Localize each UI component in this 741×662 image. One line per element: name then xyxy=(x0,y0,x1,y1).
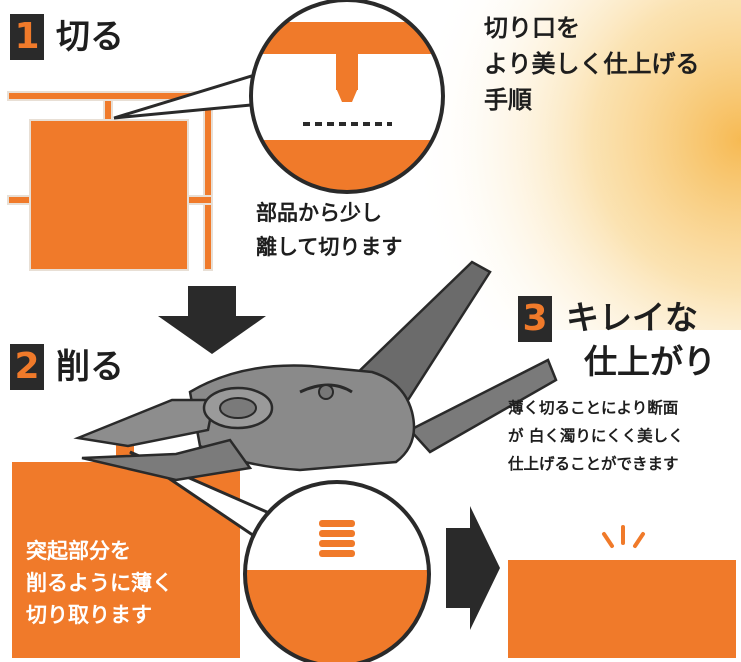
step3-title-line1: キレイな xyxy=(566,298,698,337)
heading-line2: より美しく仕上げる xyxy=(484,50,700,78)
heading-line3: 手順 xyxy=(484,86,532,114)
step2-caption-line2: 削るように薄く xyxy=(26,571,173,595)
sparkle-icon xyxy=(602,525,645,548)
step2-caption-line1: 突起部分を xyxy=(26,539,131,563)
step3-title-line2: 仕上がり xyxy=(584,342,716,381)
step2-title: 削る xyxy=(56,347,124,387)
nippers-icon xyxy=(73,260,558,482)
step2-badge: 2 xyxy=(10,344,44,390)
magnified-shaving-view xyxy=(243,480,431,662)
step1-caption-line2: 離して切ります xyxy=(256,235,403,259)
step3-desc-line1: 薄く切ることにより断面 xyxy=(508,399,679,417)
shavings-stack xyxy=(319,520,355,557)
part-block xyxy=(29,119,189,271)
arrow-right-icon xyxy=(446,506,500,630)
step1-caption-line1: 部品から少し xyxy=(256,201,382,225)
heading-line1: 切り口を xyxy=(484,14,580,42)
finished-part xyxy=(508,560,736,658)
step3-badge: 3 xyxy=(518,296,552,342)
step1-badge: 1 xyxy=(10,14,44,60)
step3-desc-line2: が 白く濁りにくく美しく xyxy=(508,427,684,445)
step3-desc-line3: 仕上げることができます xyxy=(508,455,679,473)
step2-caption-line3: 切り取ります xyxy=(26,603,152,627)
step1-title: 切る xyxy=(56,17,124,57)
